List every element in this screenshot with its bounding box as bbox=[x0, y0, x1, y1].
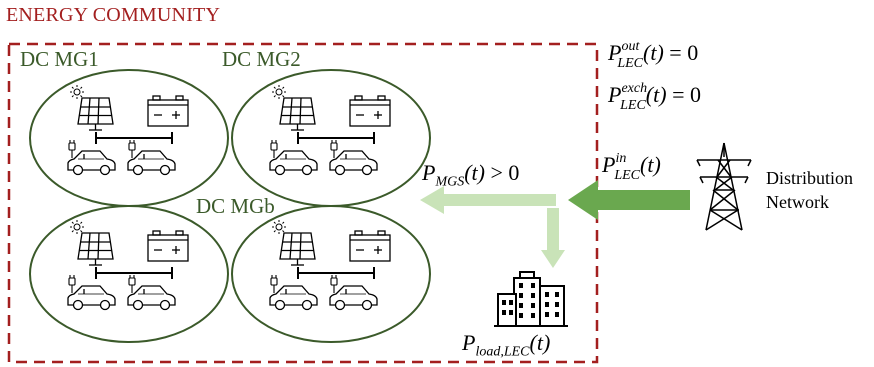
microgrid-3-ellipse bbox=[29, 205, 229, 343]
microgrid-b-ellipse bbox=[231, 205, 431, 343]
import-arrow bbox=[568, 180, 690, 220]
equation-p-load: Pload,LEC(t) bbox=[462, 330, 551, 360]
equation-p-in: PinLEC(t) bbox=[602, 150, 661, 184]
microgrid-supply-arrow bbox=[420, 186, 556, 214]
transmission-tower-icon bbox=[696, 142, 752, 231]
energy-community-title: ENERGY COMMUNITY bbox=[6, 4, 221, 26]
microgrid-2-label: DC MG2 bbox=[222, 47, 301, 71]
equation-p-exch: PexchLEC(t) = 0 bbox=[608, 80, 701, 114]
microgrid-b-label: DC MGb bbox=[196, 194, 275, 218]
load-supply-arrow bbox=[541, 208, 565, 268]
microgrid-1-label: DC MG1 bbox=[20, 47, 99, 71]
equation-p-mgs: PMGS(t) > 0 bbox=[422, 160, 520, 190]
distribution-network-label: Distribution Network bbox=[766, 168, 854, 212]
equation-p-out: PoutLEC(t) = 0 bbox=[608, 38, 699, 72]
buildings-icon bbox=[494, 271, 568, 327]
